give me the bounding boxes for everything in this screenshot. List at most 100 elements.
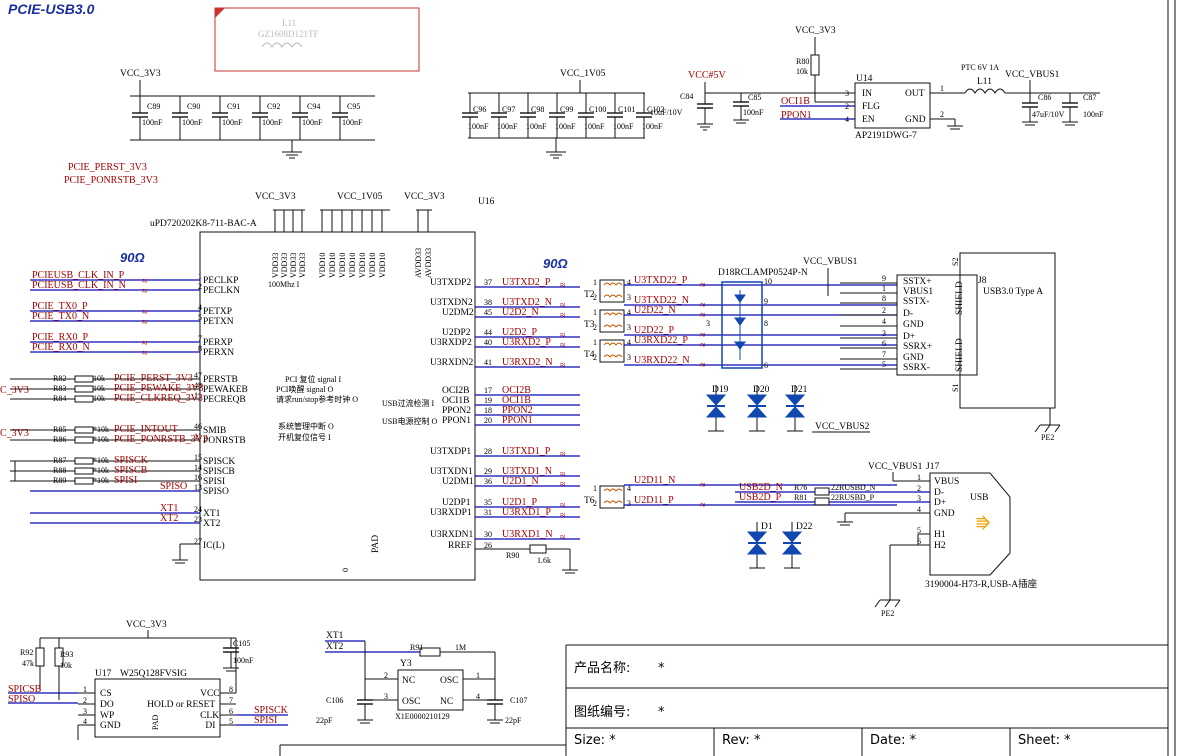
choke-pin: 1 xyxy=(593,308,597,317)
u16-right-net: U3RXD2_N xyxy=(502,357,553,368)
u16-right-pin-num: 26 xyxy=(484,541,492,550)
y3-pin-name: NC xyxy=(402,676,415,686)
j8-pin-name: SSTX- xyxy=(903,297,929,307)
choke-pin: 3 xyxy=(627,353,631,362)
u16-note: USB电源控制 O xyxy=(382,416,438,426)
u16-left-pin-name: PERXN xyxy=(203,348,234,358)
choke-ref: T6 xyxy=(584,496,595,506)
u16-res-body xyxy=(74,375,94,383)
u16-left-pin-num: 47 xyxy=(194,371,202,380)
u14-pin-name: EN xyxy=(862,115,875,125)
choke-diff-marker: ≈ xyxy=(700,330,706,341)
y3-crystal: XT1 XT2 R91 1M Y3 X1E0000210129 NC2OSC3O… xyxy=(316,631,527,725)
j8-pin-name: SSRX+ xyxy=(903,342,932,352)
tvs-diode-ref: D22 xyxy=(796,522,813,532)
u16-right-pin-num: 36 xyxy=(484,477,492,486)
cap-c91-val: 100nF xyxy=(222,118,243,127)
u16-top-pin-name: VDD33 xyxy=(280,253,289,278)
j17-pin-num: 5 xyxy=(917,526,921,535)
u16-net-label: SPISCK xyxy=(114,455,149,466)
u16-diff-marker: ≈ xyxy=(142,276,148,287)
cap-c102-ref: C102 xyxy=(647,105,664,114)
u16-net-label: XT2 xyxy=(160,513,178,524)
j8-shield-a: SHIELD xyxy=(955,281,965,315)
j8-pin-num: 4 xyxy=(882,317,886,326)
u16-right-net: OCI2B xyxy=(502,385,531,396)
u16-res-ref: R86 xyxy=(53,435,66,444)
u16-left-pin-name: PONRSTB xyxy=(203,436,246,446)
u16-diff-marker: ≈ xyxy=(560,500,566,511)
power-vcc3v3-u16: VCC_3V3 xyxy=(255,192,296,202)
c106-val: 22pF xyxy=(316,716,333,725)
j17-pe: PE2 xyxy=(881,609,894,618)
u16-res-body xyxy=(74,385,94,393)
r81-val: 22RUSBD_P xyxy=(831,493,875,502)
u14-pin-num: 1 xyxy=(940,84,944,93)
u16-right-net: U2D1_N xyxy=(502,476,539,487)
u16-top-pin-name: VDD10 xyxy=(328,253,337,278)
u16-left-pin-name: PEWAKEB xyxy=(203,385,248,395)
u16-diff-marker: ≈ xyxy=(560,300,566,311)
choke-winding xyxy=(603,500,623,504)
j8-pin-num: 1 xyxy=(882,284,886,293)
u16-net-label: PCIEUSB_CLK_IN_N xyxy=(32,280,126,291)
j8-pin-name: VBUS1 xyxy=(903,287,933,297)
u16-net-label: PCIE_RX0_P xyxy=(32,332,89,343)
cap-c89-ref: C89 xyxy=(147,102,160,111)
u14-pin-num: 2 xyxy=(845,102,849,111)
r80-val: 10k xyxy=(796,67,808,76)
u17-pin-num: 8 xyxy=(229,685,233,694)
j17-connector: VCC_VBUS1 J17 USB ⭆ 3190004-H73-R,USB-A插… xyxy=(735,462,1038,618)
cap-c95-ref: C95 xyxy=(347,102,360,111)
power-vcc5v: VCC#5V xyxy=(688,70,727,81)
cap-c101-val: 100nF xyxy=(613,122,634,131)
j17-pin-name: H1 xyxy=(934,530,946,540)
r92-val: 47k xyxy=(22,659,34,668)
choke-out-net: U2D11_P xyxy=(634,495,674,506)
tvs-diode-lower xyxy=(784,406,806,418)
choke-out-net: U2D22_P xyxy=(634,325,674,336)
u17-pin-name: HOLD or RESET xyxy=(147,700,215,710)
u17-pad: PAD xyxy=(151,715,160,730)
j8-type: USB3.0 Type A xyxy=(983,287,1043,297)
choke-out-net: U3RXD22_P xyxy=(634,335,688,346)
choke-pin: 2 xyxy=(593,323,597,332)
u16-diff-marker: ≈ xyxy=(560,360,566,371)
j8-s1: S1 xyxy=(951,384,960,392)
u16-right-pin-num: 40 xyxy=(484,338,492,347)
u16-top-pin-name: VDD10 xyxy=(338,253,347,278)
u17-pin-num: 6 xyxy=(229,707,233,716)
u16-right-pin-num: 38 xyxy=(484,298,492,307)
u16-part: uPD720202K8-711-BAC-A xyxy=(150,219,257,229)
u16-note: 100Mhz I xyxy=(268,280,300,289)
c105-ref: C105 xyxy=(233,639,250,648)
tvs-diode-upper xyxy=(784,394,806,406)
cap-c95-val: 100nF xyxy=(342,118,363,127)
u17-pin-num: 5 xyxy=(229,717,233,726)
tvs-diode-upper xyxy=(781,531,803,543)
u16-diff-marker: ≈ xyxy=(560,449,566,460)
l11-ref: L11 xyxy=(282,18,296,28)
power-vcc1v05-a: VCC_1V05 xyxy=(560,69,606,79)
u16-res-body xyxy=(74,467,94,475)
u16-right-pin-num: 30 xyxy=(484,530,492,539)
r90-ref: R90 xyxy=(506,551,519,560)
u16-left-pin-num: 14 xyxy=(194,463,202,472)
date-field: Date: * xyxy=(870,733,917,748)
u16-left-pin-num: 48 xyxy=(194,381,202,390)
u17-spisck: SPISCK xyxy=(254,705,289,716)
j17-pin-name: H2 xyxy=(934,541,946,551)
net-oci1b-a: OCI1B xyxy=(781,96,810,107)
u16-net-label: PCIE_TX0_P xyxy=(32,301,88,312)
cap-c97-val: 100nF xyxy=(497,122,518,131)
u16-right-pin-name: U2DP2 xyxy=(442,328,471,338)
j17-pin-name: D- xyxy=(934,488,944,498)
u16-left-pin-num: 27 xyxy=(194,537,202,546)
sheet-title: PCIE-USB3.0 xyxy=(8,1,95,17)
j8-pin-name: GND xyxy=(903,320,924,330)
j17-part: 3190004-H73-R,USB-A插座 xyxy=(925,578,1038,590)
u16-res-body xyxy=(74,477,94,485)
u16-left-pin-name: PETXN xyxy=(203,317,234,327)
u16-right-pin-name: U3TXDN1 xyxy=(430,467,473,477)
u16-right-pin-num: 37 xyxy=(484,278,492,287)
